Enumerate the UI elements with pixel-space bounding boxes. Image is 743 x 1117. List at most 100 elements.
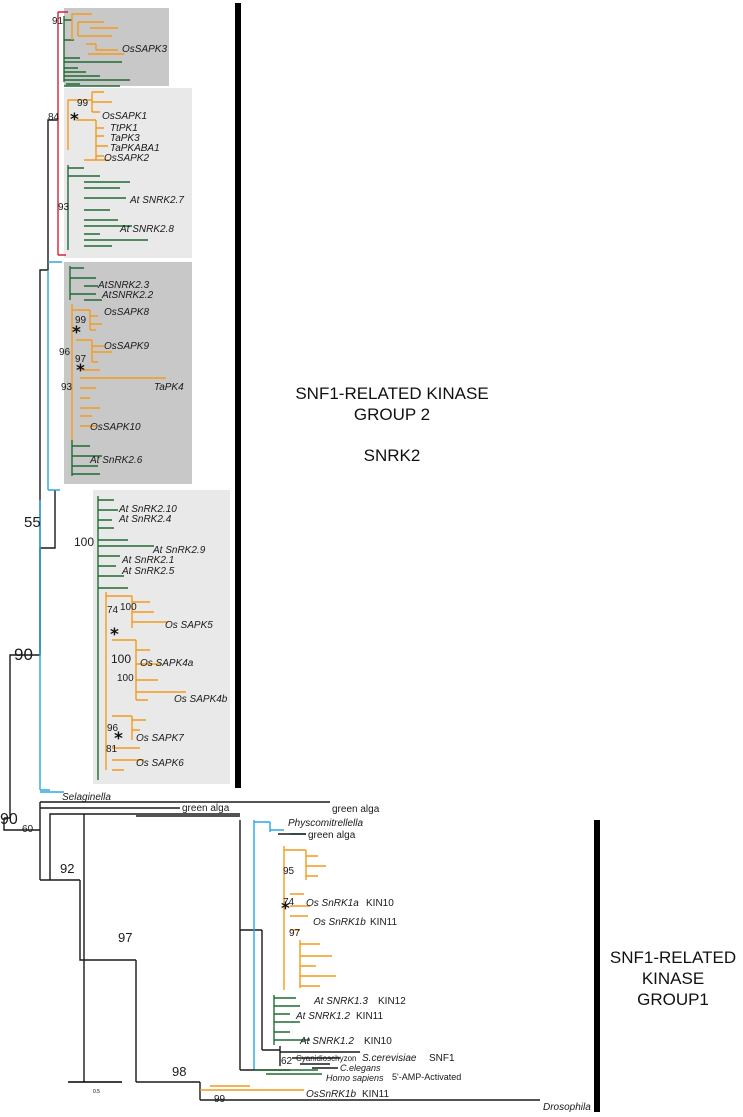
- taxon-label: green alga: [182, 803, 230, 814]
- taxon-label: Os SAPK4b: [174, 694, 228, 705]
- branch-inner: [239, 820, 280, 1070]
- branch-root: [3, 801, 540, 1101]
- taxon-label: Os SAPK6: [136, 758, 184, 769]
- taxon-label: green alga: [308, 830, 356, 841]
- support-value: 98: [172, 1064, 186, 1079]
- branch-backbone: [4, 119, 58, 819]
- asterisk-mark: *: [70, 110, 79, 130]
- taxon-label: KIN10: [364, 1036, 392, 1047]
- taxon-label: Os SAPK4a: [140, 658, 194, 669]
- asterisk-mark: *: [281, 899, 290, 919]
- taxon-label: Physcomitrellella: [288, 818, 363, 829]
- taxon-label: OsSAPK3: [122, 44, 167, 55]
- taxon-label: KIN12: [378, 996, 406, 1007]
- taxon-label: At SNRK1.2: [299, 1036, 354, 1047]
- support-value: 62: [281, 1056, 293, 1067]
- taxon-label: KIN11: [370, 917, 397, 928]
- group2-title-line2: GROUP 2: [353, 405, 431, 424]
- branch-outgroups: [240, 1046, 360, 1071]
- taxon-label: Os SAPK7: [136, 733, 184, 744]
- support-value: 100: [117, 673, 134, 684]
- taxon-label: At SnRK2.10: [118, 504, 177, 515]
- branch-sapk8-green: [69, 266, 102, 301]
- taxon-label: At SnRK2.6: [89, 455, 143, 466]
- support-value: 90: [0, 811, 18, 828]
- branch-sapk1-orange: [67, 91, 112, 161]
- branch-sapk5-orange: [105, 592, 186, 771]
- taxon-label: OsSAPK10: [90, 422, 141, 433]
- support-values: 91 84 99 93 99 96 97 93 55 100 74 100 10…: [0, 16, 301, 1105]
- clade-box-sapk8: [64, 262, 192, 484]
- support-value: 97: [118, 930, 132, 945]
- taxon-label: At SNRK1.3: [313, 996, 368, 1007]
- taxon-label: OsSAPK1: [102, 111, 147, 122]
- support-value: 92: [60, 861, 74, 876]
- support-value: 81: [106, 744, 118, 755]
- branch-sapk3-bottom: [64, 83, 120, 87]
- branch-sapk8-bottom: [71, 440, 102, 476]
- group2-title-line1: SNF1-RELATED KINASE: [295, 384, 489, 403]
- branches-group1: [3, 801, 540, 1101]
- taxon-label: KIN11: [356, 1011, 383, 1022]
- support-value: 100: [111, 652, 131, 666]
- clade-box-sapk1: [64, 88, 192, 258]
- group1-title-line1: SNF1-RELATED: [609, 948, 737, 967]
- support-value: 100: [74, 535, 94, 549]
- group1-title-line3: GROUP1: [637, 990, 709, 1009]
- support-value: 60: [22, 824, 34, 835]
- group2-title-line3: SNRK2: [363, 446, 421, 465]
- taxon-labels-group1: green alga green alga Physcomitrellella …: [182, 803, 591, 1113]
- branch-sapk5-green: [97, 496, 154, 780]
- branch-snrk1-orange: [283, 846, 336, 990]
- support-value: 96: [107, 723, 119, 734]
- taxon-label: OsSAPK8: [104, 307, 149, 318]
- taxon-label: TaPK4: [154, 382, 184, 393]
- support-value: 93: [61, 382, 73, 393]
- support-value: 95: [283, 866, 295, 877]
- taxon-label: Selaginella: [62, 792, 111, 803]
- support-value: 55: [24, 514, 41, 531]
- group1-bracket: [594, 820, 600, 1112]
- taxon-label: At SNRK2.8: [119, 224, 174, 235]
- branch-physco: [253, 820, 306, 1070]
- taxon-label: At SnRK2.1: [121, 555, 174, 566]
- taxon-label: AtSNRK2.2: [101, 290, 154, 301]
- group2-title: SNF1-RELATED KINASE GROUP 2 SNRK2: [272, 383, 512, 466]
- branch-snrk1-green: [273, 995, 310, 1045]
- group1-title-line2: KINASE: [641, 969, 705, 988]
- support-value: 97: [289, 928, 301, 939]
- taxon-label: TaPKABA1: [110, 143, 160, 154]
- taxon-label: Drosophila: [543, 1102, 591, 1113]
- taxon-labels-group2: OsSAPK3 OsSAPK1 TtPK1 TaPK3 TaPKABA1 OsS…: [62, 44, 228, 803]
- taxon-label: C.elegans: [340, 1063, 381, 1073]
- asterisks: * * * * * *: [70, 110, 290, 919]
- group1-title: SNF1-RELATED KINASE GROUP1: [606, 947, 740, 1010]
- taxon-label: At SNRK1.2: [295, 1011, 350, 1022]
- taxon-label: Os SnRK1a: [306, 898, 359, 909]
- support-value: 74: [107, 605, 119, 616]
- taxon-label: green alga: [332, 804, 380, 815]
- branch-green-alga-1: [40, 807, 240, 815]
- taxon-label: S.cerevisiae: [362, 1053, 417, 1064]
- taxon-label: TaPK3: [110, 133, 140, 144]
- asterisk-mark: *: [114, 729, 123, 749]
- taxon-label: Os SAPK5: [165, 620, 213, 631]
- taxon-label: At SNRK2.7: [129, 195, 184, 206]
- support-value: 84: [48, 112, 60, 123]
- asterisk-mark: *: [110, 625, 119, 645]
- taxon-label: At SnRK2.4: [118, 514, 172, 525]
- support-value: 99: [77, 98, 89, 109]
- taxon-label: Homo sapiens: [326, 1073, 384, 1083]
- support-value: 99: [75, 315, 87, 326]
- scale-bar-label: 0.5: [93, 1089, 100, 1095]
- branch-sapk8-orange: [71, 304, 166, 440]
- clade-box-sapk5: [93, 490, 230, 784]
- taxon-label: KIN11: [362, 1089, 389, 1100]
- taxon-label: OsSnRK1b: [306, 1089, 356, 1100]
- support-value: 96: [59, 347, 71, 358]
- taxon-label: OsSAPK2: [104, 153, 149, 164]
- taxon-label: AtSNRK2.3: [97, 280, 150, 291]
- taxon-label: Cyanidioschyzon: [296, 1054, 356, 1063]
- branch-backbone-100: [39, 490, 56, 655]
